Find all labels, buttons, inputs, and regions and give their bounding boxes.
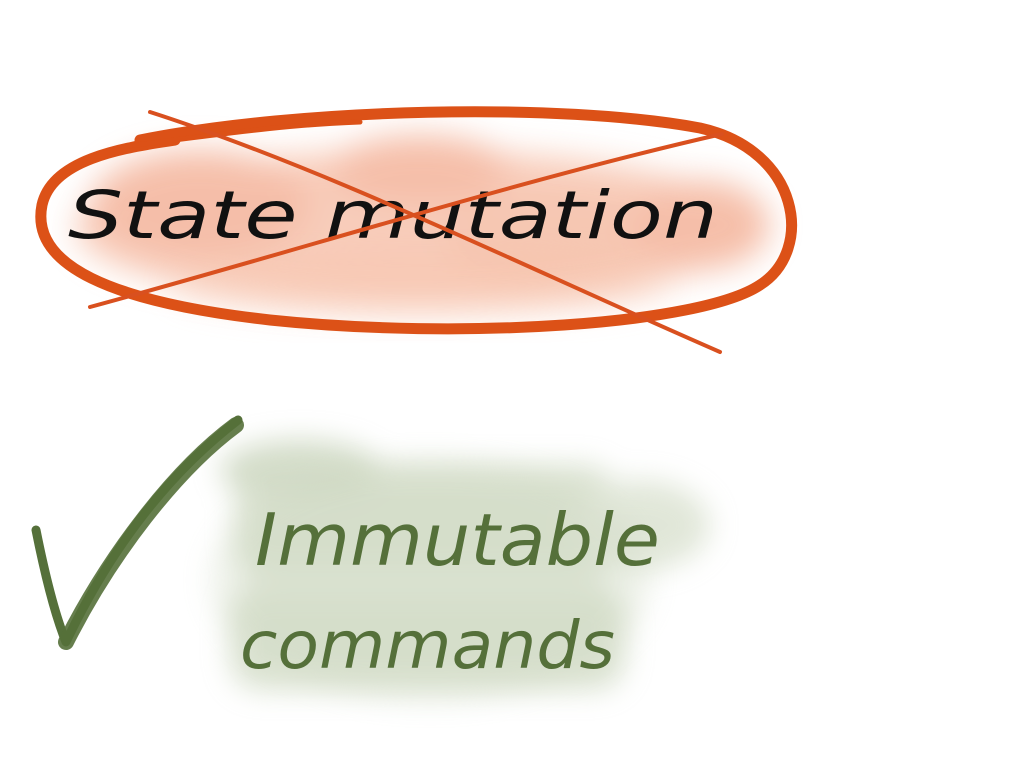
approved-text-line1: Immutable xyxy=(255,498,660,582)
approved-text-line2: commands xyxy=(240,607,615,684)
rejected-oval-ring xyxy=(35,106,797,335)
rejected-text: State mutation xyxy=(68,177,718,254)
rejected-group: State mutation xyxy=(35,106,797,354)
cross-out-icon xyxy=(88,110,724,354)
approved-group: Immutable commands xyxy=(31,415,710,700)
